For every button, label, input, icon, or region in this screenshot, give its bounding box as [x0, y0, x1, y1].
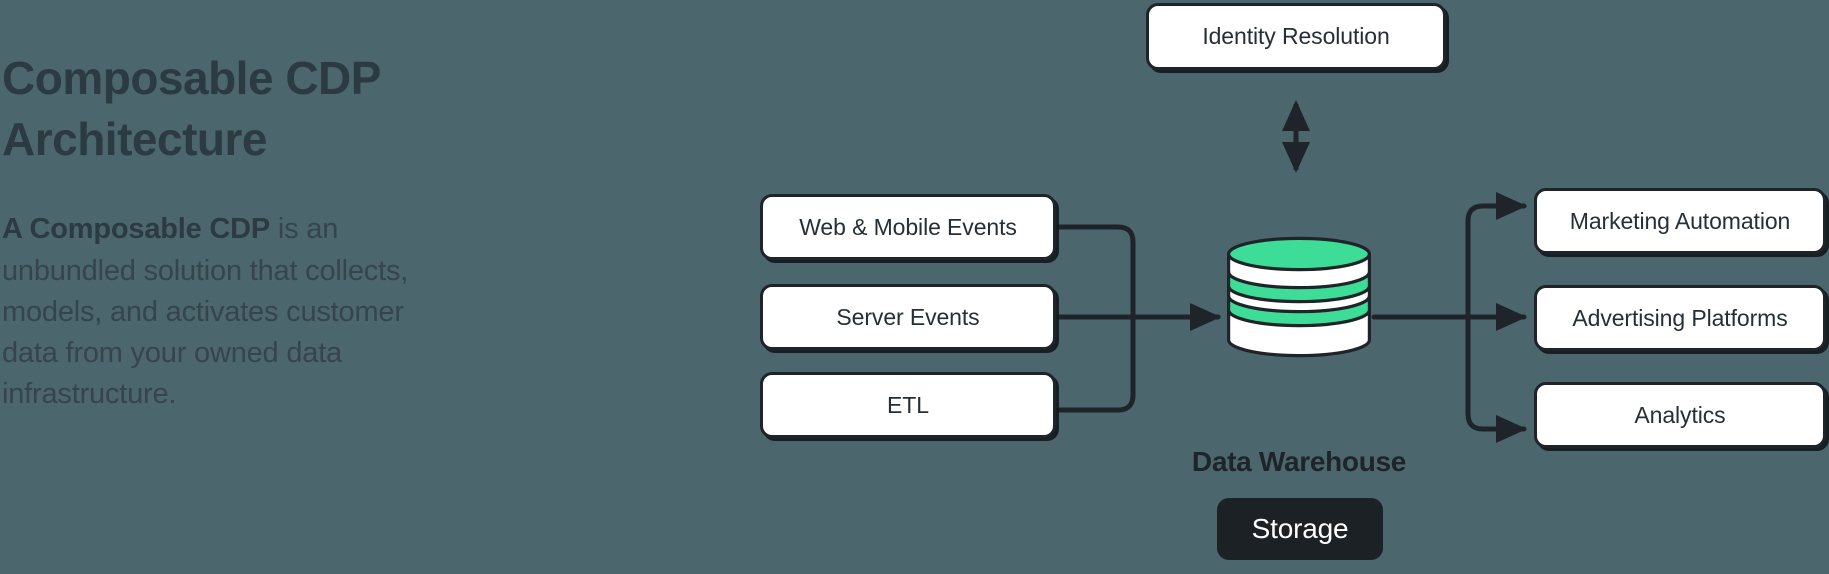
node-label: Web & Mobile Events: [799, 213, 1017, 240]
intro-text-block: Composable CDP Architecture A Composable…: [0, 48, 430, 415]
edge-warehouse-out: [1371, 192, 1528, 444]
node-label: Identity Resolution: [1202, 23, 1390, 49]
node-label: ETL: [887, 391, 929, 418]
node-analytics[interactable]: Analytics: [1534, 382, 1826, 448]
node-label: Analytics: [1634, 401, 1726, 428]
node-advertising-platforms[interactable]: Advertising Platforms: [1534, 285, 1826, 351]
data-warehouse-label: Data Warehouse: [1191, 446, 1407, 477]
edge-sources-bus: [1053, 224, 1136, 413]
intro-lead-phrase: A Composable CDP: [2, 213, 271, 246]
node-web-mobile-events[interactable]: Web & Mobile Events: [760, 194, 1056, 260]
node-server-events[interactable]: Server Events: [760, 284, 1056, 350]
node-label: Advertising Platforms: [1572, 304, 1788, 331]
intro-paragraph: A Composable CDP is an unbundled solutio…: [0, 209, 422, 415]
node-identity-resolution[interactable]: Identity Resolution: [1146, 3, 1446, 70]
node-label: Server Events: [836, 303, 980, 330]
storage-badge-label: Storage: [1251, 513, 1349, 544]
node-label: Marketing Automation: [1569, 207, 1791, 234]
database-cylinder-icon: [1226, 236, 1372, 358]
page-title: Composable CDP Architecture: [2, 52, 381, 165]
node-etl[interactable]: ETL: [760, 372, 1056, 438]
storage-badge[interactable]: Storage: [1217, 498, 1383, 560]
intro-rest-text: is an unbundled solution that collects, …: [2, 213, 409, 411]
node-marketing-automation[interactable]: Marketing Automation: [1534, 188, 1826, 254]
